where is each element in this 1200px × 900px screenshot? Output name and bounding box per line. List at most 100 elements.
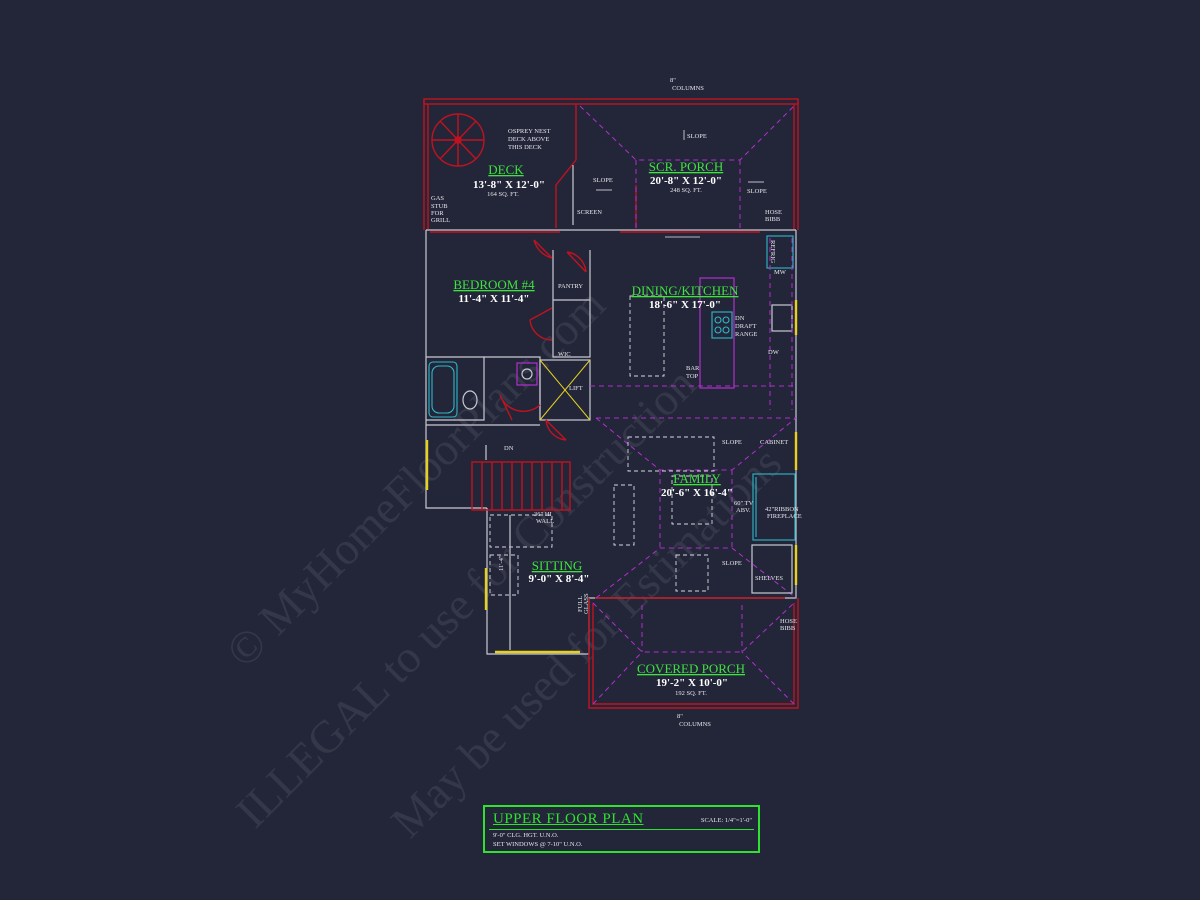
sofa-top (627, 436, 715, 472)
lift-x (539, 359, 591, 421)
burner-1 (714, 316, 722, 324)
kitchen-island (629, 295, 665, 377)
porch-hip-sides (641, 605, 743, 652)
range-label: RANGE (735, 331, 757, 338)
tv-label-1: 60" TV (734, 500, 754, 507)
family-ceiling-hip-bottom (595, 547, 797, 599)
bottom-columns-size: 8" (677, 713, 683, 720)
gas-stub-1: GAS (431, 195, 444, 202)
scr-porch-dims: 20'-8" X 12'-0" (650, 175, 722, 187)
left-exterior-wall (425, 230, 487, 509)
tv-label-2: ABV. (736, 507, 751, 514)
mw-label: MW (774, 269, 787, 276)
osprey-note-2: DECK ABOVE (508, 136, 549, 143)
vanity (516, 362, 538, 386)
sitting-elements (489, 514, 553, 650)
plan-scale: SCALE: 1/4"=1'-0" (700, 817, 752, 824)
pantry-label: PANTRY (558, 283, 583, 290)
slope-family-top: SLOPE (722, 439, 742, 446)
family-ceiling-hip-top (595, 417, 797, 471)
bath-walls (426, 356, 485, 421)
window-height-note: SET WINDOWS @ 7-10" U.N.O. (493, 841, 583, 848)
lift-box (539, 359, 591, 421)
dining-kitchen-name: DINING/KITCHEN (632, 283, 739, 298)
top-label: TOP (686, 373, 699, 380)
sitting-exterior-wall (486, 508, 589, 655)
coffee-table (671, 475, 713, 525)
porch-hip-top (592, 602, 795, 653)
stair-treads (481, 462, 563, 510)
refrigerator (766, 235, 794, 269)
sitting-dims: 9'-0" X 8'-4" (528, 573, 589, 585)
bath-door (499, 394, 541, 421)
slope-left: SLOPE (593, 177, 613, 184)
shelves (751, 544, 793, 594)
covered-porch-structure (588, 598, 799, 709)
gas-stub-4: GRILL (431, 217, 450, 224)
stair-run (471, 461, 571, 511)
bath-fixtures (428, 361, 538, 418)
wall-36-label-1: 36" HI (534, 511, 552, 518)
dw-label: DW (768, 349, 780, 356)
dn-label: DN (735, 315, 745, 322)
covered-porch-area: 192 SQ. FT. (675, 690, 707, 697)
burner-3 (714, 326, 722, 334)
wall-36-label-2: WALL (536, 518, 554, 525)
bar-label: BAR (686, 365, 700, 372)
refrig-label: REFRIG (769, 240, 776, 263)
wic-door (529, 307, 553, 341)
screen-door-wall (555, 159, 577, 228)
bottom-columns-label: COLUMNS (679, 721, 711, 728)
bedroom4-name: BEDROOM #4 (453, 277, 535, 292)
full-glass-1: FULL (577, 596, 584, 612)
chair-left (613, 484, 635, 546)
title-block: UPPER FLOOR PLAN SCALE: 1/4"=1'-0" 9'-0"… (483, 805, 760, 853)
bathtub-basin (431, 365, 455, 414)
deck-area: 164 SQ. FT. (487, 191, 519, 198)
gas-stub-2: STUB (431, 203, 448, 210)
fireplace-surround (752, 473, 796, 541)
osprey-note-1: OSPREY NEST (508, 128, 551, 135)
covered-porch-rail (588, 598, 799, 709)
full-glass-2: GLASS (583, 593, 590, 614)
house-walls (425, 229, 797, 655)
porch-roof-hip-top (579, 105, 795, 161)
wall-36-hi (489, 514, 553, 548)
gas-stub-3: FOR (431, 210, 444, 217)
covered-porch-dims: 19'-2" X 10'-0" (656, 677, 728, 689)
kitchen-sink (771, 304, 793, 332)
wic-label: WIC (558, 351, 571, 358)
windows (425, 300, 798, 654)
sitting-chair (489, 554, 519, 596)
top-beam (423, 98, 799, 105)
osprey-note-3: THIS DECK (508, 144, 542, 151)
slope-family-bottom: SLOPE (722, 560, 742, 567)
slope-top: SLOPE (687, 133, 707, 140)
top-columns-size: 8" (670, 77, 676, 84)
hose-bibb-bottom-1: HOSE (780, 618, 797, 625)
fireplace-label-2: FIREPLACE (767, 513, 802, 520)
range (711, 311, 733, 339)
family-dims: 20'-6" X 16'-4" (661, 487, 733, 499)
hose-bibb-top-2: BIBB (765, 216, 781, 223)
lift-label: LIFT (569, 385, 583, 392)
shelves-label: SHELVES (755, 575, 783, 582)
fireplace-label-1: 42"RIBBON (765, 506, 799, 513)
title-divider (489, 829, 754, 830)
covered-porch-name: COVERED PORCH (637, 661, 745, 676)
scr-porch-name: SCR. PORCH (649, 159, 723, 174)
family-name: FAMILY (673, 471, 721, 486)
deck-dims: 13'-8" X 12'-0" (473, 179, 545, 191)
porch-hip-bottom (592, 651, 795, 705)
hose-bibb-top-1: HOSE (765, 209, 782, 216)
ottoman (675, 554, 709, 592)
family-ceiling-sides (659, 470, 733, 548)
burner-4 (722, 326, 730, 334)
ceiling-height-note: 9'-0" CLG. HGT. U.N.O. (493, 832, 559, 839)
family-elements (595, 417, 797, 599)
kitchen-elements (590, 235, 796, 410)
dining-kitchen-dims: 18'-6" X 17'-0" (649, 299, 721, 311)
deck-name: DECK (488, 162, 524, 177)
spiral-stair-treads (432, 114, 484, 166)
